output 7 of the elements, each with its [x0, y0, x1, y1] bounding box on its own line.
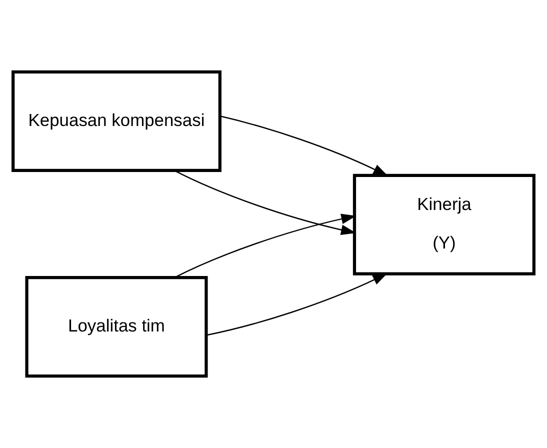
arrow [174, 170, 356, 235]
arrow [206, 273, 388, 336]
arrow [174, 214, 356, 278]
node-box: Kepuasan kompensasi [12, 70, 222, 172]
node-box: Kinerja (Y) [352, 174, 536, 276]
node-box: Loyalitas tim [25, 276, 208, 378]
arrow [220, 116, 388, 176]
